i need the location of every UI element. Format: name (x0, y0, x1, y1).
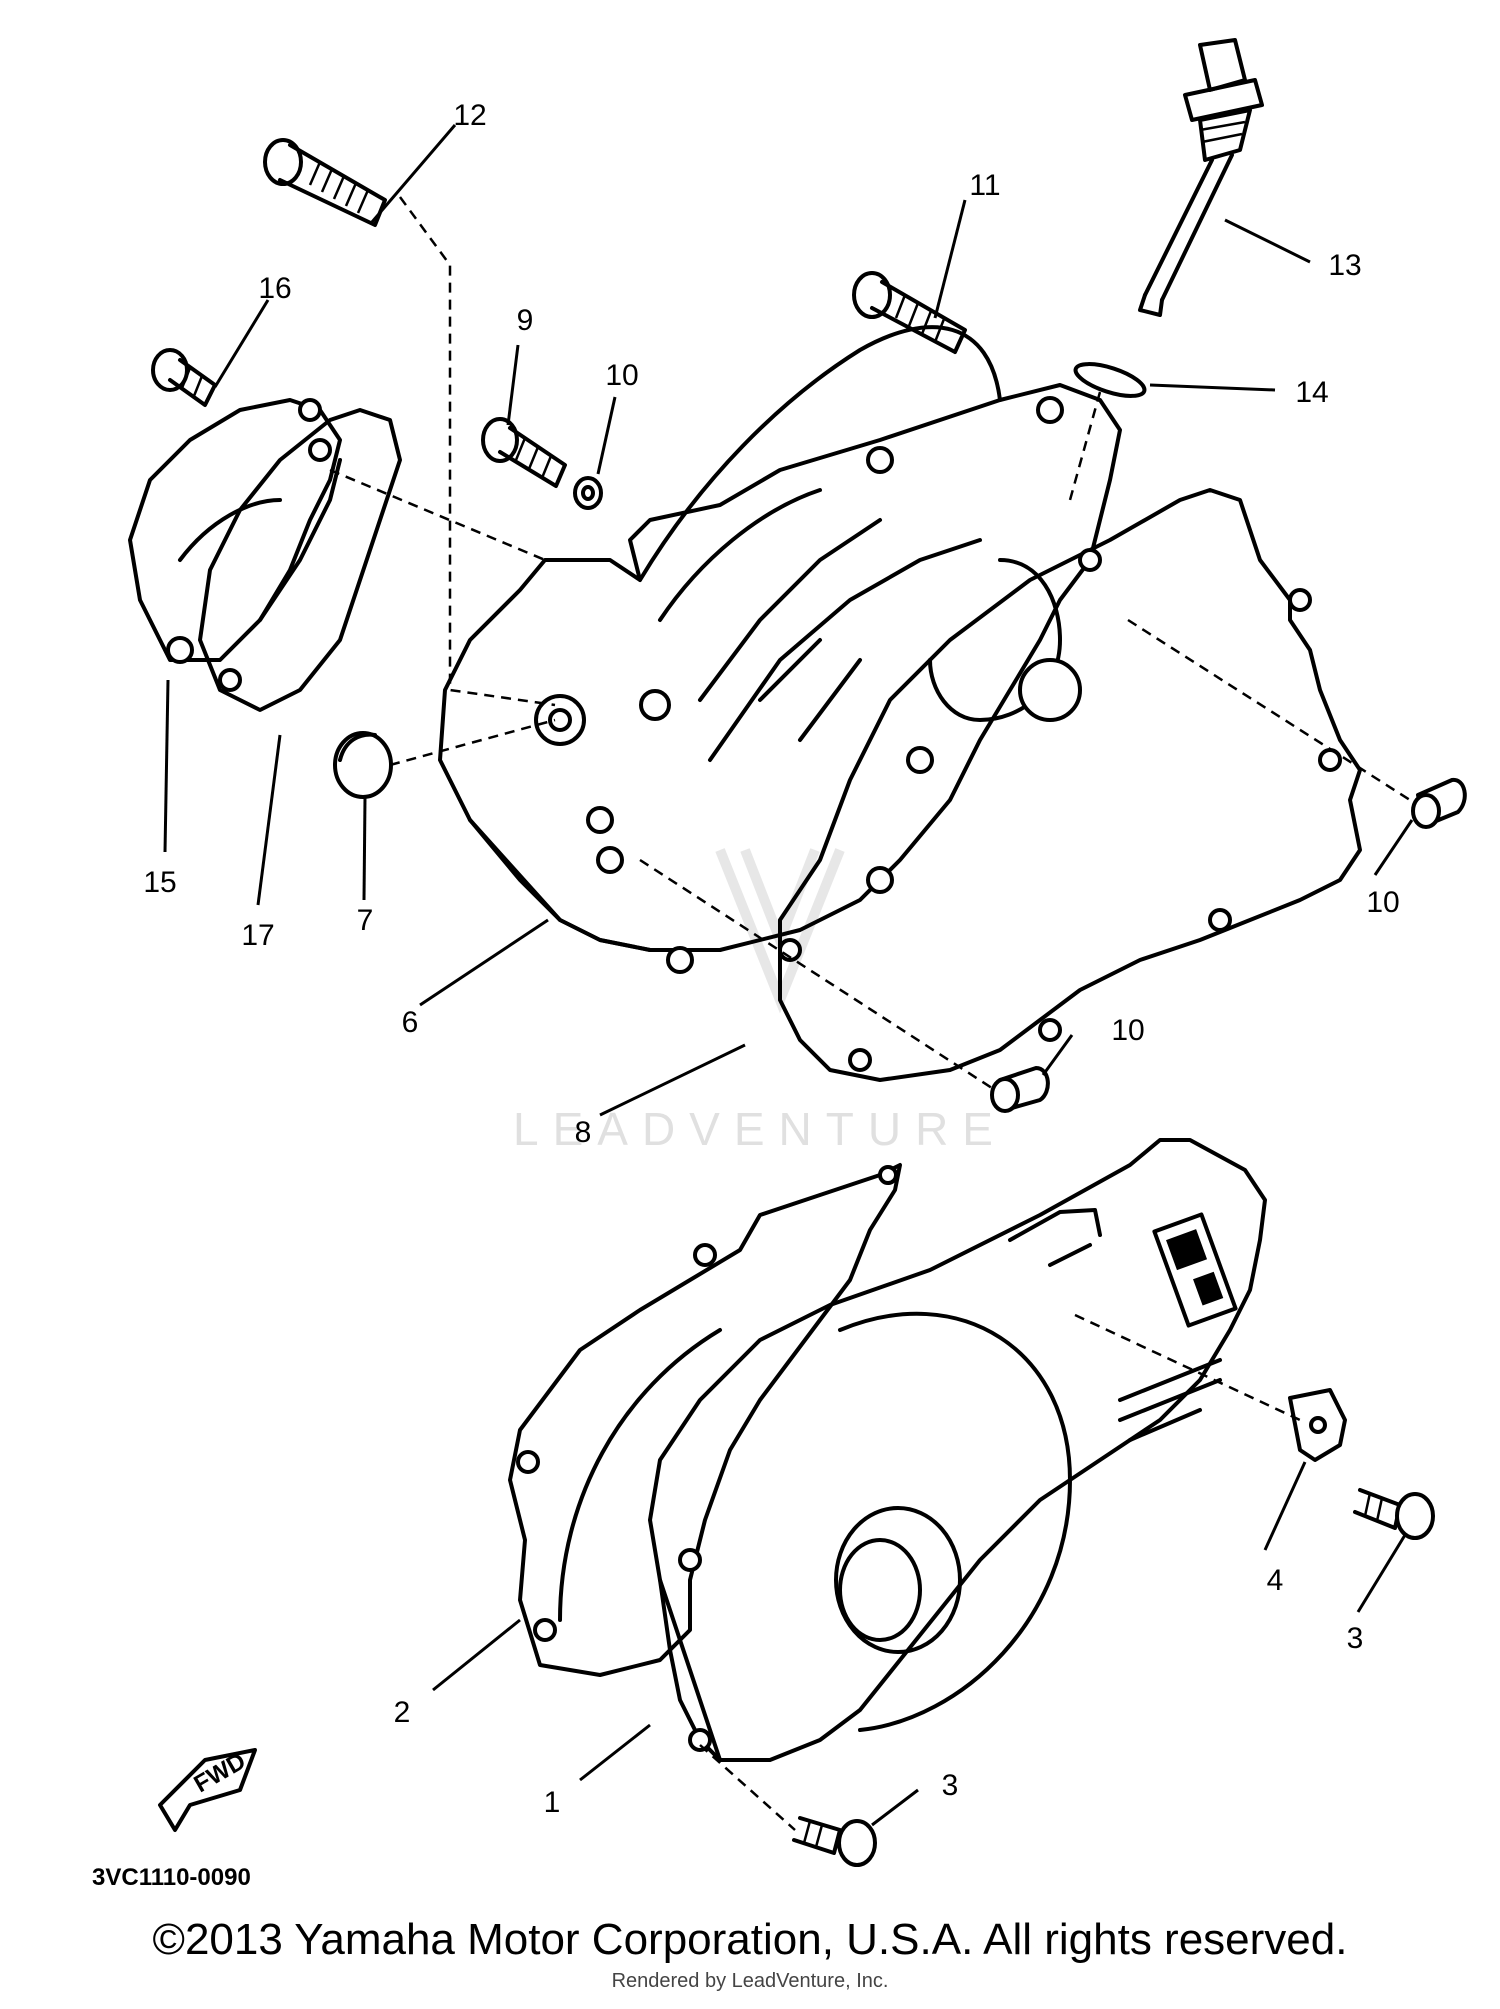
callout-7: 9 (517, 304, 534, 337)
callout-17: 17 (241, 919, 274, 952)
bolt-part-12 (263, 138, 387, 227)
callout-3-lower: 3 (942, 1769, 959, 1802)
dipstick-part-13 (1138, 38, 1264, 317)
cap-part-6 (333, 731, 393, 799)
dowel-pin-part-10-right (1411, 777, 1467, 829)
copyright-notice: ©2013 Yamaha Motor Corporation, U.S.A. A… (152, 1915, 1348, 1964)
outer-cover-part-1 (648, 1138, 1267, 1762)
callout-5: 6 (402, 1006, 419, 1039)
callout-16: 16 (258, 272, 291, 305)
diagram-part-code: 3VC1110-0090 (92, 1864, 251, 1891)
callout-2: 2 (394, 1696, 411, 1729)
callout-leaders (163, 124, 1414, 1827)
callout-8: 10 (605, 359, 638, 392)
callout-12: 12 (453, 99, 486, 132)
fwd-direction-icon: FWD (158, 1747, 257, 1832)
washer-part-8 (573, 476, 603, 510)
callout-10-right: 10 (1366, 886, 1399, 919)
alignment-lines-lower (699, 1313, 1301, 1831)
rendered-by-note: Rendered by LeadVenture, Inc. (611, 1970, 889, 1992)
svg-text:LEADVENTURE: LEADVENTURE (513, 1103, 1007, 1155)
callout-4: 4 (1267, 1564, 1284, 1597)
callout-11: 11 (969, 169, 1000, 202)
callout-15: 15 (143, 866, 176, 899)
bolt-part-7 (481, 417, 567, 488)
bolt-part-11 (852, 271, 967, 354)
callout-6: 7 (357, 904, 374, 937)
dowel-pin-part-10-lower (990, 1066, 1050, 1113)
bolt-part-16 (151, 348, 217, 407)
callout-labels: 12 16 9 10 11 13 14 15 17 7 6 8 10 10 2 … (143, 99, 1399, 1819)
callout-1: 1 (544, 1786, 561, 1819)
callout-13: 13 (1328, 249, 1361, 282)
leadventure-watermark: LEADVENTURE (513, 848, 1007, 1155)
bolt-part-3-lower (792, 1816, 877, 1867)
clip-part-4 (1288, 1388, 1347, 1462)
alignment-lines-upper (329, 196, 1411, 1092)
o-ring-part-14 (1073, 362, 1147, 398)
callout-9: 8 (575, 1116, 592, 1149)
callout-10-lower: 10 (1111, 1014, 1144, 1047)
callout-3-right: 3 (1347, 1622, 1364, 1655)
small-cover-gasket-part-17 (198, 408, 402, 712)
crankcase-cover-part-5 (438, 325, 1122, 974)
callout-14: 14 (1295, 376, 1328, 409)
crankcase-gasket-part-9 (778, 488, 1362, 1082)
bolt-part-3-right (1353, 1488, 1435, 1540)
